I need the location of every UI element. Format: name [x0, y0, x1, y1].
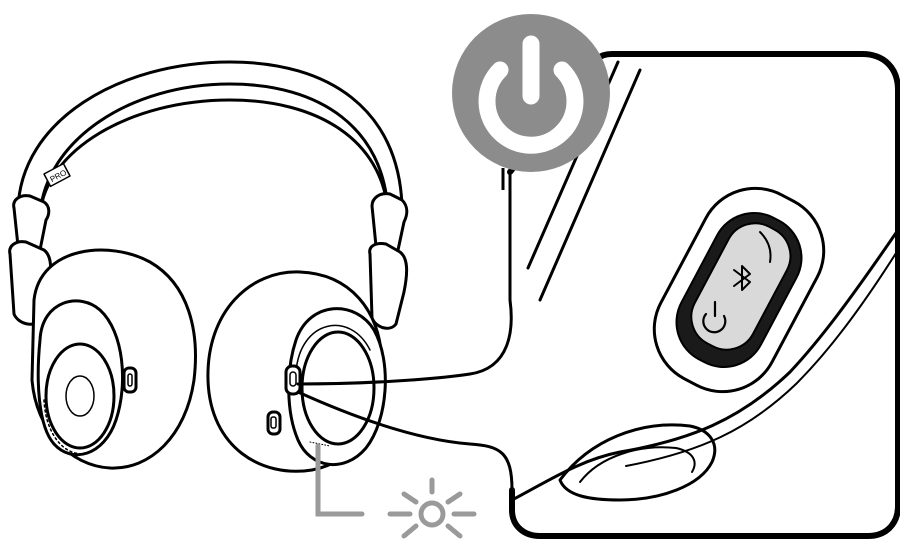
headband: [18, 62, 402, 214]
right-ear-cup: [208, 272, 385, 471]
left-ear-cup: [32, 250, 195, 468]
power-badge: [452, 14, 610, 172]
led-light-icon: [390, 480, 474, 536]
cup-power-switch: [286, 366, 300, 394]
cup-lower-button: [268, 412, 280, 434]
slider-switch: [635, 169, 844, 412]
headset-illustration: PRO: [10, 62, 407, 471]
left-cup-button: [124, 368, 136, 392]
